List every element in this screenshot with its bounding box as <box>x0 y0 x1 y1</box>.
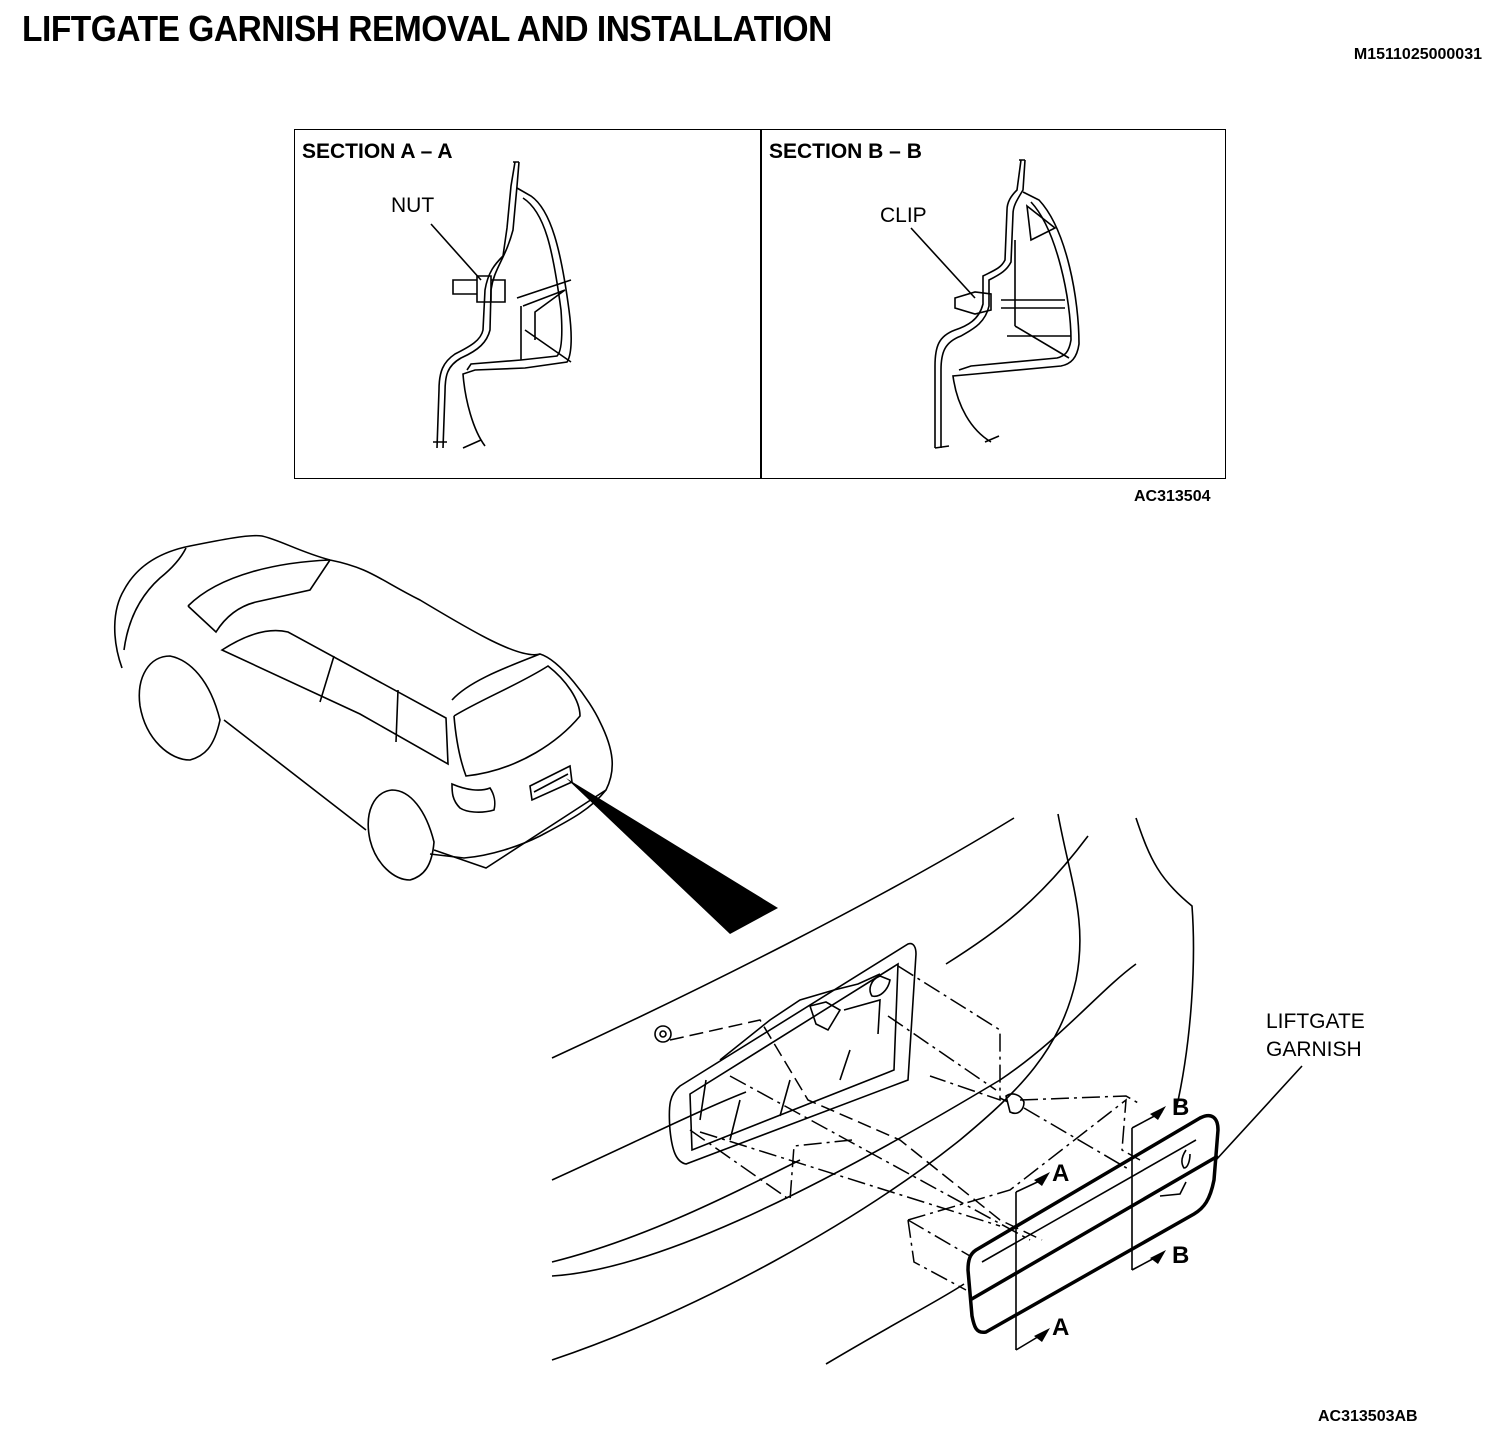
document-id: M1511025000031 <box>1353 46 1482 63</box>
section-a-label: SECTION A – A <box>302 140 453 163</box>
main-figure-code: AC313503AB <box>1318 1408 1418 1425</box>
section-a-marker-bottom: A <box>1052 1314 1070 1341</box>
section-drawings <box>430 159 1080 449</box>
section-cut-planes <box>1015 1106 1166 1351</box>
clip-fastener <box>999 1093 1025 1115</box>
section-a-marker-top: A <box>1052 1160 1070 1187</box>
section-figure-code: AC313504 <box>1134 488 1211 505</box>
page-title: LIFTGATE GARNISH REMOVAL AND INSTALLATIO… <box>22 8 832 49</box>
installation-guide-lines <box>669 965 1141 1291</box>
nut-callout: NUT <box>391 194 435 217</box>
section-b-marker-bottom: B <box>1172 1242 1190 1269</box>
detail-pointer <box>566 778 778 934</box>
vehicle-illustration <box>113 534 778 934</box>
section-b-marker-top: B <box>1172 1094 1190 1121</box>
fasteners <box>654 1025 1025 1115</box>
garnish-leader-line <box>1215 1065 1303 1161</box>
liftgate-garnish <box>966 1113 1220 1335</box>
section-b-drawing <box>910 159 1080 449</box>
section-views-panel: SECTION A – A SECTION B – B NUT CLIP <box>294 129 1226 479</box>
section-a-drawing <box>430 161 572 449</box>
garnish-label-line2: GARNISH <box>1266 1038 1362 1061</box>
section-b-label: SECTION B – B <box>769 140 922 163</box>
clip-callout: CLIP <box>880 204 927 227</box>
liftgate-body-lines <box>551 813 1195 1365</box>
garnish-label-line1: LIFTGATE <box>1266 1010 1365 1033</box>
section-divider <box>760 130 762 478</box>
nut-fastener <box>654 1025 672 1043</box>
